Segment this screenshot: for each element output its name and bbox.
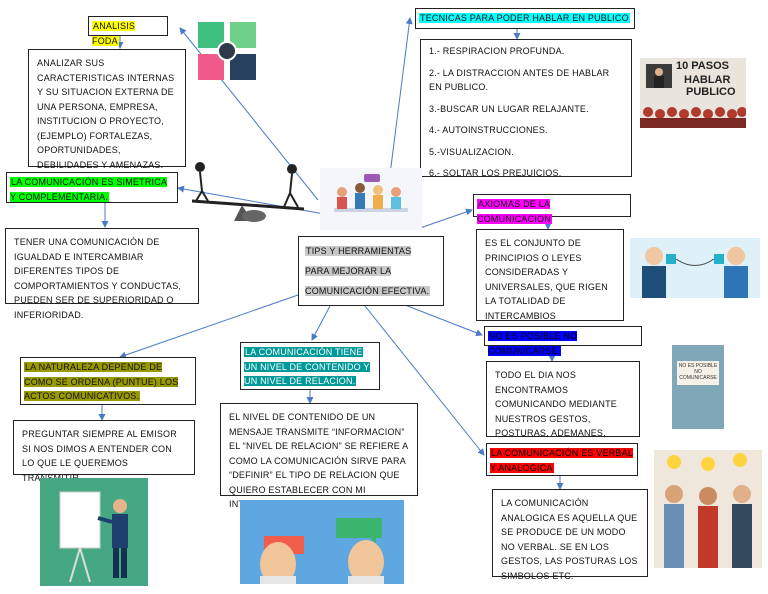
axiomas-description-box: ES EL CONJUNTO DE PRINCIPIOS O LEYES CON… <box>476 229 624 335</box>
naturaleza-description-box: PREGUNTAR SIEMPRE AL EMISOR SI NOS DIMOS… <box>13 420 195 483</box>
tecnicas-list-box: 1.- RESPIRACION PROFUNDA. 2.- LA DISTRAC… <box>420 39 632 178</box>
naturaleza-title: LA NATURALEZA DEPENDE DE COMO SE ORDENA … <box>24 362 179 401</box>
central-topic-label: TIPS Y HERRAMIENTAS PARA MEJORAR LA COMU… <box>305 246 431 296</box>
tecnicas-item: 5.-VISUALIZACION. <box>429 146 514 157</box>
verbal-description: LA COMUNICACIÓN ANALOGICA ES AQUELLA QUE… <box>501 498 638 581</box>
foda-description-box: ANALIZAR SUS CARACTERISTICAS INTERNAS Y … <box>28 49 186 170</box>
simetrica-title-box: LA COMUNICACIÓN ES SIMETRICA Y COMPLEMEN… <box>6 172 178 203</box>
tecnicas-title: TECNICAS PARA PODER HABLAR EN PUBLICO <box>419 13 630 23</box>
poster-top-text: 10 PASOS <box>676 60 729 72</box>
tecnicas-item: 6.- SOLTAR LOS PREJUICIOS. <box>429 168 562 178</box>
arrow-to-contenido <box>311 305 331 341</box>
contenido-description-box: EL NIVEL DE CONTENIDO DE UN MENSAJE TRAN… <box>220 403 418 509</box>
simetrica-description-box: TENER UNA COMUNICACIÓN DE IGUALDAD E INT… <box>5 228 199 320</box>
book-title: NO ES POSIBLE NO COMUNICARSE <box>677 361 719 385</box>
contenido-title-box: LA COMUNICACIÓN TIENE UN NIVEL DE CONTEN… <box>240 342 380 390</box>
tecnicas-item: 3.-BUSCAR UN LUGAR RELAJANTE. <box>429 103 589 114</box>
central-topic: TIPS Y HERRAMIENTAS PARA MEJORAR LA COMU… <box>298 236 444 306</box>
axiomas-title-box: AXIOMAS DE LA COMUNICACION <box>473 194 631 224</box>
tecnicas-item: 2.- LA DISTRACCION ANTES DE HABLAR EN PU… <box>429 67 610 93</box>
arrow-to-verbal <box>364 305 485 456</box>
tecnicas-item: 1.- RESPIRACION PROFUNDA. <box>429 46 565 56</box>
foda-graphic <box>198 22 256 80</box>
presenter-illustration <box>40 478 148 586</box>
axiomas-title: AXIOMAS DE LA COMUNICACION <box>477 199 552 224</box>
arrow-to-tecnicas <box>387 17 413 191</box>
noposible-title-box: NO ES POSIBLE NO COMUNICARSE. <box>484 326 642 356</box>
book-cover: NO ES POSIBLE NO COMUNICARSE <box>672 345 724 429</box>
arrow-to-noposible <box>404 304 483 337</box>
verbal-title-box: LA COMUNICACIÓN ES VERBAL Y ANALOGICA <box>486 443 638 476</box>
poster-bottom-text: PUBLICO <box>686 86 736 98</box>
tecnicas-item: 4.- AUTOINSTRUCCIONES. <box>429 125 548 135</box>
contenido-title: LA COMUNICACIÓN TIENE UN NIVEL DE CONTEN… <box>244 347 370 386</box>
tecnicas-title-box: TECNICAS PARA PODER HABLAR EN PUBLICO <box>415 8 635 29</box>
dialogue-illustration <box>240 500 404 584</box>
naturaleza-description: PREGUNTAR SIEMPRE AL EMISOR SI NOS DIMOS… <box>22 429 177 483</box>
naturaleza-title-box: LA NATURALEZA DEPENDE DE COMO SE ORDENA … <box>20 357 196 405</box>
seesaw-illustration <box>182 155 312 227</box>
poster-mid-text: HABLAR <box>684 74 731 86</box>
arrow-to-naturaleza <box>119 294 299 359</box>
axiomas-illustration <box>630 238 760 298</box>
simetrica-description: TENER UNA COMUNICACIÓN DE IGUALDAD E INT… <box>14 237 182 320</box>
contenido-description: EL NIVEL DE CONTENIDO DE UN MENSAJE TRAN… <box>229 412 408 509</box>
simetrica-title: LA COMUNICACIÓN ES SIMETRICA Y COMPLEMEN… <box>10 177 168 202</box>
verbal-title: LA COMUNICACIÓN ES VERBAL Y ANALOGICA <box>490 448 634 473</box>
arrow-to-axiomas <box>419 208 473 229</box>
axiomas-description: ES EL CONJUNTO DE PRINCIPIOS O LEYES CON… <box>485 238 608 335</box>
verbal-description-box: LA COMUNICACIÓN ANALOGICA ES AQUELLA QUE… <box>492 489 648 581</box>
foda-title-box: ANALISIS FODA <box>88 16 168 46</box>
meeting-illustration <box>320 168 422 230</box>
gestures-illustration <box>654 450 762 568</box>
public-speaking-poster: 10 PASOS HABLAR PUBLICO <box>640 58 746 128</box>
foda-description: ANALIZAR SUS CARACTERISTICAS INTERNAS Y … <box>37 58 175 170</box>
noposible-description-box: TODO EL DIA NOS ENCONTRAMOS COMUNICANDO … <box>486 361 640 467</box>
